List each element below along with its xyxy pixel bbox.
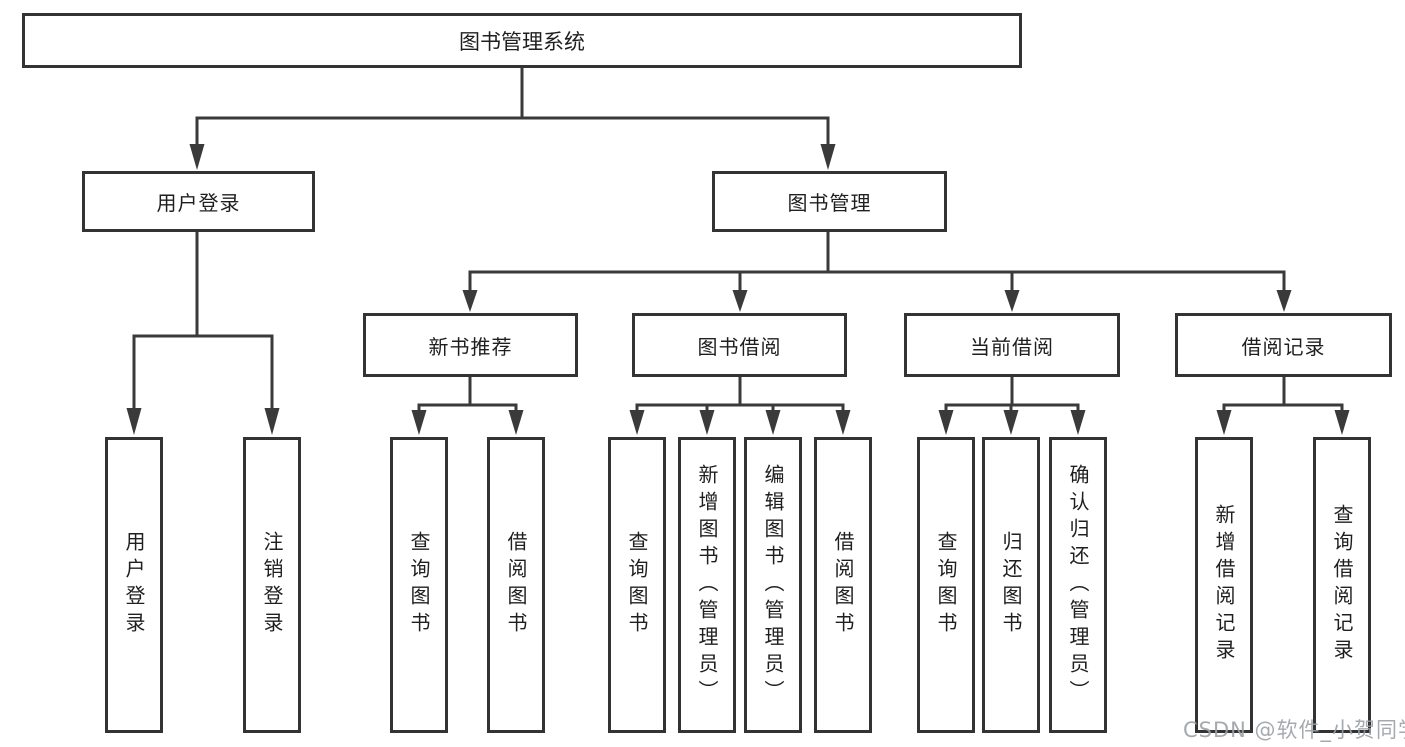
leaf-borrow-edit: 编辑图书（管理员） (744, 437, 802, 733)
arrowhead (699, 410, 715, 435)
leaf-logout-label: 注销登录 (260, 531, 284, 639)
leaf-records-query-label: 查询借阅记录 (1330, 504, 1354, 666)
leaf-current-confirm: 确认归还（管理员） (1049, 437, 1107, 733)
leaf-current-query: 查询图书 (917, 437, 975, 733)
leaf-user-login: 用户登录 (105, 437, 163, 733)
arrowhead (1216, 410, 1232, 435)
node-user-login: 用户登录 (82, 171, 315, 232)
arrowhead (1003, 410, 1019, 435)
leaf-borrow-query-label: 查询图书 (625, 531, 649, 639)
arrowhead (508, 410, 524, 435)
arrowhead (1334, 410, 1350, 435)
leaf-newbooks-query: 查询图书 (390, 437, 448, 733)
leaf-newbooks-query-label: 查询图书 (407, 531, 431, 639)
connector-userlogin-to-leaves (126, 230, 280, 435)
node-current-borrow-label: 当前借阅 (970, 334, 1054, 359)
arrowhead (1004, 290, 1020, 312)
node-book-mgmt-label: 图书管理 (787, 191, 872, 215)
node-book-mgmt: 图书管理 (712, 171, 947, 232)
leaf-current-confirm-label: 确认归还（管理员） (1066, 463, 1090, 707)
connector-bookmgmt-to-level3 (462, 230, 1292, 312)
arrowhead (938, 410, 954, 435)
arrowhead (765, 410, 781, 435)
leaf-logout: 注销登录 (243, 437, 301, 733)
csdn-watermark: CSDN @软件_小贺同学 (1183, 718, 1405, 742)
node-root-label: 图书管理系统 (459, 29, 585, 54)
connector-borrowrecords-to-leaves (1216, 375, 1350, 435)
leaf-borrow-add-label: 新增图书（管理员） (695, 463, 719, 707)
arrowhead (732, 290, 748, 312)
leaf-newbooks-borrow-label: 借阅图书 (504, 531, 528, 639)
node-user-login-label: 用户登录 (156, 191, 241, 215)
node-borrow-records: 借阅记录 (1175, 313, 1392, 377)
leaf-borrow-edit-label: 编辑图书（管理员） (761, 463, 785, 707)
leaf-records-add-label: 新增借阅记录 (1212, 504, 1236, 666)
arrowhead (411, 410, 427, 435)
leaf-user-login-label: 用户登录 (122, 531, 146, 639)
leaf-current-return: 归还图书 (982, 437, 1040, 733)
leaf-borrow-add: 新增图书（管理员） (678, 437, 736, 733)
node-book-borrow-label: 图书借阅 (697, 334, 782, 359)
arrowhead (189, 144, 205, 170)
arrowhead (1070, 410, 1086, 435)
leaf-records-add: 新增借阅记录 (1195, 437, 1253, 733)
node-new-books-label: 新书推荐 (428, 334, 513, 359)
leaf-current-query-label: 查询图书 (934, 531, 958, 639)
connector-root-to-level2 (189, 66, 836, 170)
leaf-current-return-label: 归还图书 (999, 531, 1023, 639)
connector-currentborrow-to-leaves (938, 375, 1086, 435)
arrowhead (126, 408, 142, 435)
node-root: 图书管理系统 (22, 13, 1022, 68)
connector-newbooks-to-leaves (411, 375, 524, 435)
arrowhead (629, 410, 645, 435)
leaf-borrow-query: 查询图书 (608, 437, 666, 733)
node-current-borrow: 当前借阅 (904, 313, 1120, 377)
arrowhead (1276, 290, 1292, 312)
leaf-borrow-borrow-label: 借阅图书 (831, 531, 855, 639)
leaf-records-query: 查询借阅记录 (1313, 437, 1371, 733)
connector-bookborrow-to-leaves (629, 375, 851, 435)
node-book-borrow: 图书借阅 (632, 313, 847, 377)
leaf-borrow-borrow: 借阅图书 (814, 437, 872, 733)
node-new-books: 新书推荐 (363, 313, 578, 377)
arrowhead (462, 290, 478, 312)
node-borrow-records-label: 借阅记录 (1241, 334, 1326, 359)
leaf-newbooks-borrow: 借阅图书 (487, 437, 545, 733)
arrowhead (835, 410, 851, 435)
arrowhead (264, 408, 280, 435)
arrowhead (820, 144, 836, 170)
